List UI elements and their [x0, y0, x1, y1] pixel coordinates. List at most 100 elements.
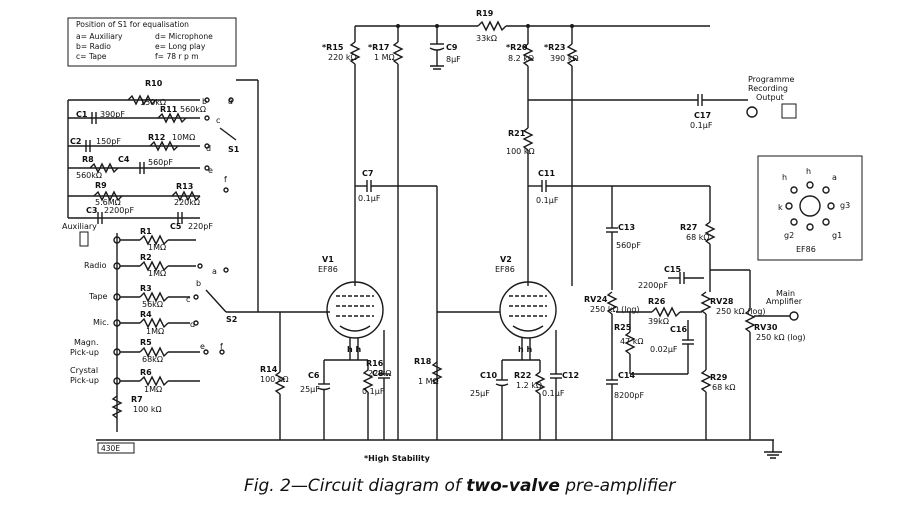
r5-value: 68kΩ [142, 355, 163, 364]
svg-text:R25: R25 [614, 323, 632, 332]
legend-item-b: b= Radio [76, 42, 111, 51]
svg-text:R1: R1 [140, 227, 152, 236]
c3-value: 2200pF [104, 206, 134, 215]
svg-text:f: f [224, 175, 227, 184]
svg-text:R22: R22 [514, 371, 531, 380]
input-tape: Tape [88, 292, 108, 301]
svg-text:RV30: RV30 [754, 323, 778, 332]
svg-text:R14: R14 [260, 365, 278, 374]
svg-text:g2: g2 [784, 231, 794, 240]
r2-value: 1MΩ [148, 269, 166, 278]
recording-jack-icon [781, 103, 797, 119]
c1-value: 390pF [100, 110, 125, 119]
svg-text:R12: R12 [148, 133, 165, 142]
input-crystal: Crystal [70, 366, 98, 375]
equalisation-network: R10 150kΩ C1 390pF R11 560kΩ C2 150pF R1… [67, 79, 330, 355]
svg-text:C4: C4 [118, 155, 130, 164]
r18-value: 1 MΩ [418, 377, 439, 386]
recording-output-label: Programme [748, 75, 795, 84]
svg-text:Amplifier: Amplifier [766, 297, 803, 306]
ht-rail: R19 33kΩ [355, 9, 710, 43]
svg-text:R2: R2 [140, 253, 152, 262]
svg-text:C17: C17 [694, 111, 711, 120]
r1-value: 1MΩ [148, 243, 166, 252]
c15-value: 2200pF [638, 281, 668, 290]
supply-label: 430E [101, 444, 120, 453]
svg-text:b: b [202, 97, 207, 106]
svg-text:c: c [186, 295, 190, 304]
svg-text:C16: C16 [670, 325, 687, 334]
r23-value: 390 kΩ [550, 54, 579, 63]
svg-text:h h: h h [518, 345, 532, 354]
c16-value: 0.02μF [650, 345, 678, 354]
svg-text:R27: R27 [680, 223, 697, 232]
svg-text:d: d [206, 144, 211, 153]
c11-value: 0.1μF [536, 196, 559, 205]
c5-value: 220pF [188, 222, 213, 231]
c17-value: 0.1μF [690, 121, 713, 130]
svg-text:b: b [196, 279, 201, 288]
legend-item-c: c= Tape [76, 52, 107, 61]
r12-value: 10MΩ [172, 133, 195, 142]
r17-value: 1 MΩ [374, 53, 395, 62]
r14-value: 100 kΩ [260, 375, 289, 384]
base-type: EF86 [796, 245, 816, 254]
svg-text:C10: C10 [480, 371, 497, 380]
valve-v1-envelope [326, 281, 384, 339]
rv30-value: 250 kΩ (log) [756, 333, 806, 342]
rv24-value: 250 kΩ (log) [590, 305, 640, 314]
svg-text:C9: C9 [446, 43, 458, 52]
svg-text:R5: R5 [140, 338, 152, 347]
r10-value: 150kΩ [140, 98, 166, 107]
svg-text:C15: C15 [664, 265, 681, 274]
legend-item-a: a= Auxiliary [76, 32, 123, 41]
recording-socket [746, 106, 758, 118]
svg-text:RV28: RV28 [710, 297, 734, 306]
figure-caption: Fig. 2—Circuit diagram of two-valve pre-… [244, 476, 675, 496]
svg-text:d: d [190, 320, 195, 329]
svg-text:*R23: *R23 [544, 43, 565, 52]
valve-v2-envelope [499, 281, 557, 339]
svg-text:R10: R10 [145, 79, 163, 88]
svg-text:C7: C7 [362, 169, 373, 178]
svg-text:*R20: *R20 [506, 43, 528, 52]
c10-value: 25μF [470, 389, 490, 398]
svg-text:C1: C1 [76, 110, 88, 119]
equalisation-legend: Position of S1 for equalisation a= Auxil… [67, 17, 237, 67]
c8-value: 0.1μF [362, 387, 385, 396]
ground-rail: 430E [96, 439, 782, 459]
svg-text:R7: R7 [131, 395, 143, 404]
v2-ref: V2 [500, 255, 512, 264]
svg-text:R11: R11 [160, 105, 178, 114]
svg-text:*R15: *R15 [322, 43, 344, 52]
svg-text:h: h [806, 167, 811, 176]
svg-text:f: f [220, 342, 223, 351]
main-output-socket [789, 311, 799, 321]
legend-item-f: f= 78 r p m [155, 52, 199, 61]
svg-text:C14: C14 [618, 371, 635, 380]
c2-value: 150pF [96, 137, 121, 146]
r3-value: 56kΩ [142, 300, 163, 309]
svg-text:C6: C6 [308, 371, 320, 380]
input-auxiliary: Auxiliary [62, 222, 97, 231]
svg-text:c: c [216, 116, 220, 125]
svg-text:C3: C3 [86, 206, 97, 215]
svg-text:C12: C12 [562, 371, 579, 380]
r8-value: 560kΩ [76, 171, 102, 180]
legend-item-d: d= Microphone [155, 32, 213, 41]
svg-text:g1: g1 [832, 231, 842, 240]
svg-text:a: a [212, 267, 217, 276]
svg-text:k: k [778, 203, 783, 212]
svg-text:R16: R16 [366, 359, 384, 368]
r26-value: 39kΩ [648, 317, 669, 326]
c14-value: 8200pF [614, 391, 644, 400]
svg-text:C11: C11 [538, 169, 555, 178]
rv28-value: 250 kΩ (log) [716, 307, 766, 316]
svg-text:R4: R4 [140, 310, 152, 319]
svg-text:R29: R29 [710, 373, 728, 382]
svg-text:C8: C8 [372, 369, 384, 378]
svg-text:*R17: *R17 [368, 43, 389, 52]
input-mic: Mic. [93, 318, 109, 327]
svg-text:R8: R8 [82, 155, 94, 164]
